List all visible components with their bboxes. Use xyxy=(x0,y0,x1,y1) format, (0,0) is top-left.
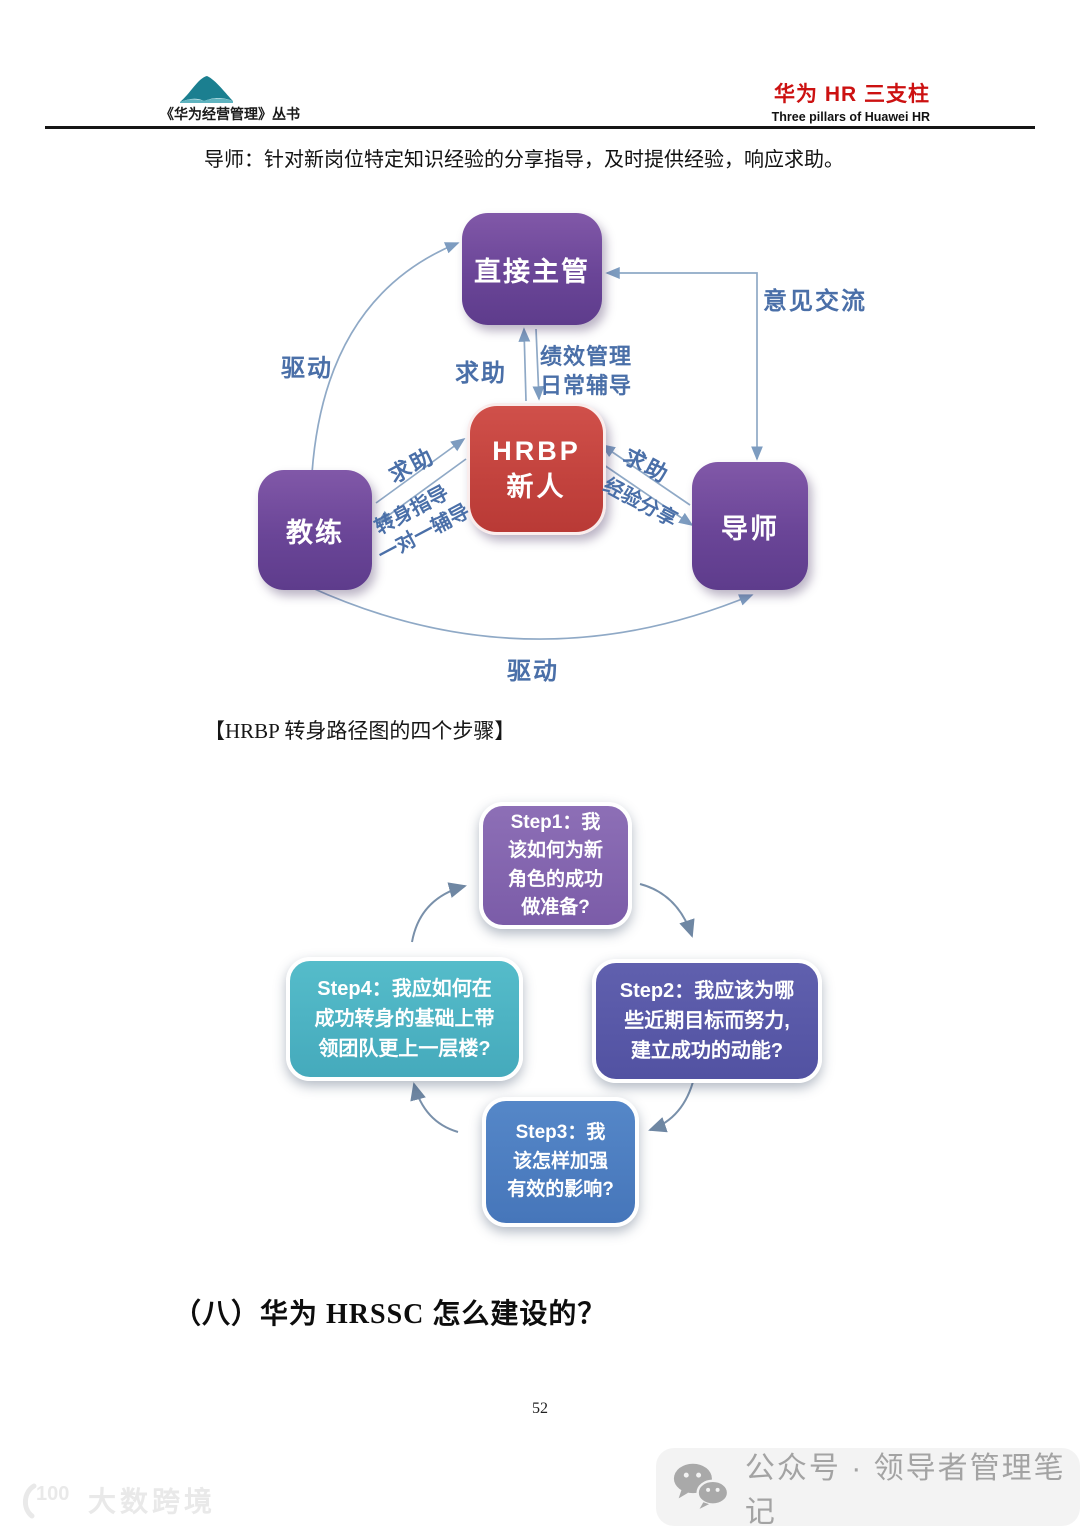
node-hrbp-newcomer: HRBP 新人 xyxy=(467,403,606,535)
wechat-account-label: 公众号 · 领导者管理笔记 xyxy=(744,1452,1066,1529)
brand-block: 华为 HR 三支柱 Three pillars of Huawei HR xyxy=(772,78,930,124)
step3-box: Step3：我 该怎样加强 有效的影响? xyxy=(482,1097,639,1227)
label-opinion-exchange: 意见交流 xyxy=(763,288,867,315)
svg-text:100: 100 xyxy=(36,1483,69,1505)
node-coach: 教练 xyxy=(258,470,372,590)
watermark-100-logo: 100 xyxy=(23,1483,69,1519)
intro-text: 导师：针对新岗位特定知识经验的分享指导，及时提供经验，响应求助。 xyxy=(204,149,844,171)
publisher-mountain-logo xyxy=(180,76,233,103)
wechat-icon xyxy=(673,1463,730,1509)
node-direct-supervisor: 直接主管 xyxy=(462,213,602,325)
label-help-center: 求助 xyxy=(455,360,507,387)
watermark-text: 大数跨境 xyxy=(88,1486,217,1517)
wechat-account-badge: 公众号 · 领导者管理笔记 xyxy=(656,1448,1080,1529)
step4-label: Step4：我应如何在 成功转身的基础上带 领团队更上一层楼? xyxy=(314,978,495,1060)
watermark: 100 大数跨境 xyxy=(20,1478,216,1522)
page-number: 52 xyxy=(532,1400,548,1417)
node-coach-label: 教练 xyxy=(286,517,344,548)
label-performance-coaching: 绩效管理 日常辅导 xyxy=(540,344,633,398)
brand-title: 华为 HR 三支柱 xyxy=(774,83,930,106)
section-heading: （八）华为 HRSSC 怎么建设的？ xyxy=(173,1299,607,1330)
header-divider xyxy=(45,126,1035,129)
node-hrbp-newcomer-label: HRBP 新人 xyxy=(492,435,581,502)
node-mentor: 导师 xyxy=(692,462,808,590)
step4-box: Step4：我应如何在 成功转身的基础上带 领团队更上一层楼? xyxy=(286,957,523,1081)
step3-label: Step3：我 该怎样加强 有效的影响? xyxy=(507,1122,614,1201)
label-drive-bottom: 驱动 xyxy=(507,658,559,685)
label-drive-left: 驱动 xyxy=(281,355,333,382)
step-cycle-arrows xyxy=(410,882,695,1133)
relationship-diagram-arrows xyxy=(309,242,763,640)
brand-subtitle: Three pillars of Huawei HR xyxy=(771,110,930,124)
step2-box: Step2：我应该为哪 些近期目标而努力, 建立成功的动能? xyxy=(592,959,822,1083)
node-mentor-label: 导师 xyxy=(721,513,779,544)
step2-label: Step2：我应该为哪 些近期目标而努力, 建立成功的动能? xyxy=(619,980,795,1062)
steps-heading: 【HRBP 转身路径图的四个步骤】 xyxy=(204,719,516,743)
step1-label: Step1：我 该如何为新 角色的成功 做准备? xyxy=(507,811,603,919)
series-title: 《华为经营管理》丛书 xyxy=(160,106,300,122)
step1-box: Step1：我 该如何为新 角色的成功 做准备? xyxy=(479,802,632,929)
node-direct-supervisor-label: 直接主管 xyxy=(474,256,590,287)
